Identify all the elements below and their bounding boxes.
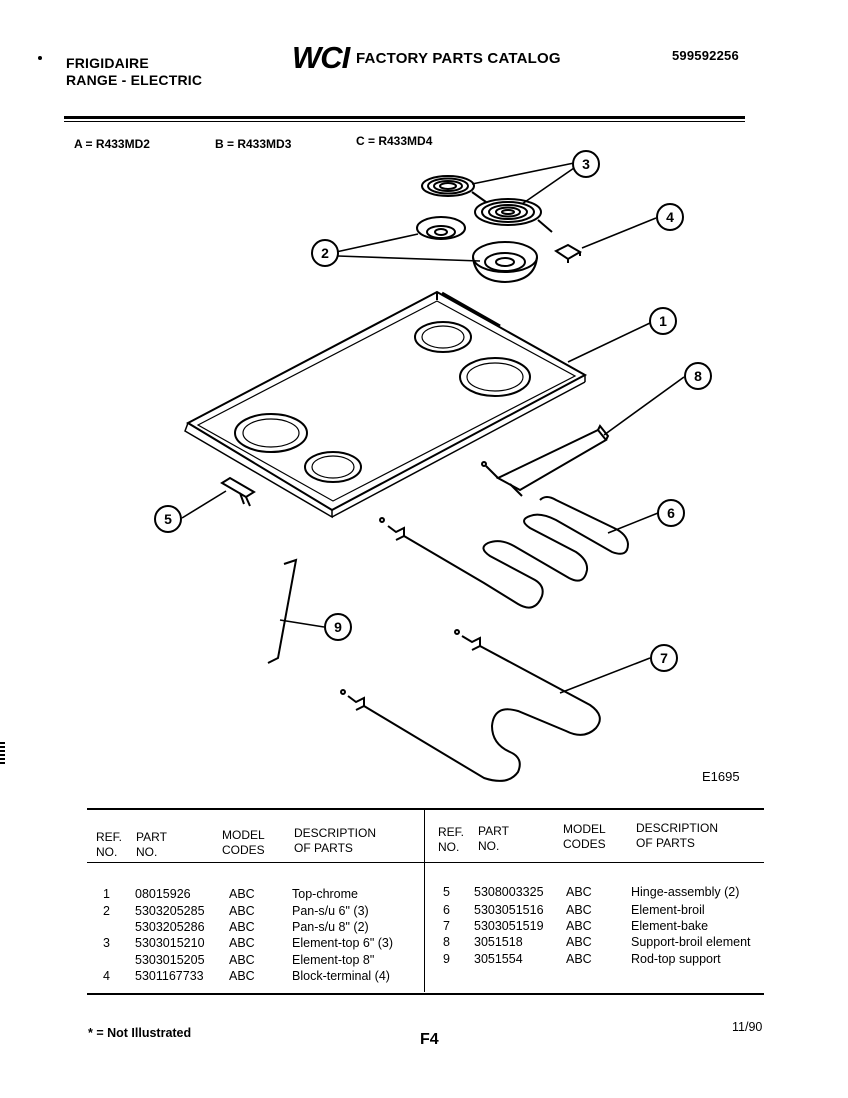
codes-cell: ABC (566, 903, 592, 917)
callout-5-circle (154, 505, 182, 533)
desc-cell: Top-chrome (292, 887, 358, 901)
scan-edge-mark (0, 742, 5, 764)
desc-cell: Element-broil (631, 903, 705, 917)
broil-element (379, 496, 630, 609)
callout-9-circle (324, 613, 352, 641)
margin-dot (38, 56, 42, 60)
header-rule-thin (64, 121, 745, 122)
callout-5-label: 5 (164, 511, 172, 527)
brand-name: FRIGIDAIRE (66, 55, 149, 71)
bake-element (340, 629, 601, 782)
desc-cell: Element-top 6" (3) (292, 936, 394, 950)
ref-cell: 5 (443, 885, 450, 899)
exploded-parts-diagram: 3 2 4 1 8 6 5 9 7 E1695 (154, 150, 740, 784)
ref-cell: 3 (103, 936, 110, 950)
callout-3-circle (572, 150, 600, 178)
wci-logo: WCI (292, 40, 350, 75)
part-cell: 5303015205 (135, 953, 205, 967)
codes-cell: ABC (566, 919, 592, 933)
ref-cell: 7 (443, 919, 450, 933)
not-illustrated-note: * = Not Illustrated (88, 1026, 192, 1040)
callout-2-label: 2 (321, 245, 329, 261)
desc-cell: Element-bake (631, 919, 709, 933)
ref-cell: 1 (103, 887, 110, 901)
table-header-rule (87, 862, 764, 863)
callout-7-circle (650, 644, 678, 672)
header-rule (64, 116, 745, 119)
desc-cell: Rod-top support (631, 952, 721, 966)
broil-element-support (481, 424, 610, 497)
callout-4-label: 4 (666, 209, 674, 225)
callout-4-circle (656, 203, 684, 231)
part-cell: 3051518 (474, 935, 523, 949)
desc-cell: Support-broil element (631, 935, 751, 949)
ref-cell: 6 (443, 903, 450, 917)
callout-3-label: 3 (582, 156, 590, 172)
desc-cell: Element-top 8" (292, 953, 375, 967)
part-cell: 5303205286 (135, 920, 205, 934)
ref-cell: 4 (103, 969, 110, 983)
callout-2-circle (311, 239, 339, 267)
model-code-a: A = R433MD2 (74, 137, 150, 151)
terminal-block (554, 243, 582, 263)
callout-6-label: 6 (667, 505, 675, 521)
catalog-number: 599592256 (672, 48, 739, 63)
catalog-date: 11/90 (732, 1020, 763, 1034)
codes-cell: ABC (229, 969, 255, 983)
part-cell: 3051554 (474, 952, 523, 966)
codes-cell: ABC (229, 904, 255, 918)
callout-9-label: 9 (334, 619, 342, 635)
drip-pans (416, 216, 538, 284)
figure-id: E1695 (702, 769, 740, 784)
catalog-title: FACTORY PARTS CATALOG (356, 50, 561, 67)
callout-8-circle (684, 362, 712, 390)
part-cell: 5301167733 (135, 969, 204, 983)
leader-lines (181, 162, 685, 694)
callout-8-label: 8 (694, 368, 702, 384)
part-cell: 5303015210 (135, 936, 205, 950)
part-cell: 5303051516 (474, 903, 544, 917)
desc-cell: Block-terminal (4) (292, 969, 390, 983)
part-cell: 08015926 (135, 887, 191, 901)
codes-cell: ABC (566, 952, 592, 966)
left-header-ref: REF.NO. (96, 830, 123, 859)
desc-cell: Pan-s/u 6" (3) (292, 904, 369, 918)
page-number: F4 (420, 1031, 439, 1048)
model-code-c: C = R433MD4 (356, 134, 433, 148)
hinge-assembly (220, 476, 256, 507)
codes-cell: ABC (566, 935, 592, 949)
table-top-rule (87, 808, 764, 810)
callout-6-circle (657, 499, 685, 527)
table-bottom-rule (87, 993, 764, 995)
callout-7-label: 7 (660, 650, 668, 666)
codes-cell: ABC (229, 936, 255, 950)
codes-cell: ABC (229, 953, 255, 967)
rod-top-support (267, 558, 298, 664)
part-cell: 5303205285 (135, 904, 205, 918)
desc-cell: Hinge-assembly (2) (631, 885, 740, 899)
ref-cell: 2 (103, 904, 110, 918)
right-header-ref: REF.NO. (438, 825, 465, 854)
element-top-coils (421, 175, 553, 233)
codes-cell: ABC (566, 885, 592, 899)
table-column-divider (424, 810, 425, 992)
part-cell: 5308003325 (474, 885, 544, 899)
callout-1-circle (649, 307, 677, 335)
product-type: RANGE - ELECTRIC (66, 72, 203, 88)
codes-cell: ABC (229, 887, 255, 901)
part-cell: 5303051519 (474, 919, 544, 933)
codes-cell: ABC (229, 920, 255, 934)
ref-cell: 9 (443, 952, 450, 966)
callout-1-label: 1 (659, 313, 667, 329)
cooktop-top-chrome (184, 290, 588, 519)
ref-cell: 8 (443, 935, 450, 949)
model-code-b: B = R433MD3 (215, 137, 292, 151)
desc-cell: Pan-s/u 8" (2) (292, 920, 369, 934)
